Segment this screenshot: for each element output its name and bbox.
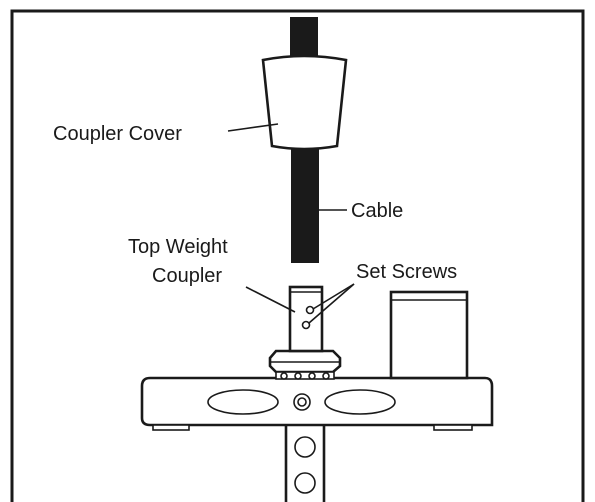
coupler-cover <box>261 54 348 151</box>
leader-coupler-cover <box>227 123 279 132</box>
frame-border <box>10 9 585 502</box>
cable <box>291 147 319 263</box>
weight-plate-foot-left <box>152 424 190 431</box>
label-set-screws: Set Screws <box>356 261 457 283</box>
plate-slot-left <box>207 389 279 415</box>
set-screw-2 <box>301 320 311 330</box>
label-coupler-cover: Coupler Cover <box>53 123 182 145</box>
washer-dot-3 <box>308 372 316 380</box>
washer-dot-1 <box>280 372 288 380</box>
leader-set-screw-1 <box>312 283 355 310</box>
weight-plate-foot-right <box>433 424 473 431</box>
top-weight-coupler <box>288 285 324 353</box>
washer-dot-2 <box>294 372 302 380</box>
label-top-weight-line2: Coupler <box>152 265 222 287</box>
selector-stem <box>284 425 326 502</box>
washer-dot-4 <box>322 372 330 380</box>
stem-hole-1 <box>294 436 316 458</box>
stem-hole-2 <box>294 472 316 494</box>
nut-washer <box>275 371 335 380</box>
label-cable: Cable <box>351 200 403 222</box>
weight-plate <box>140 376 494 427</box>
guide-post <box>389 290 469 380</box>
set-screw-1 <box>305 305 315 315</box>
plate-center-hole-inner <box>297 397 307 407</box>
leader-top-weight-coupler <box>245 286 296 313</box>
label-top-weight-line1: Top Weight <box>128 236 228 258</box>
plate-slot-right <box>324 389 396 415</box>
leader-set-screw-2 <box>308 283 355 324</box>
